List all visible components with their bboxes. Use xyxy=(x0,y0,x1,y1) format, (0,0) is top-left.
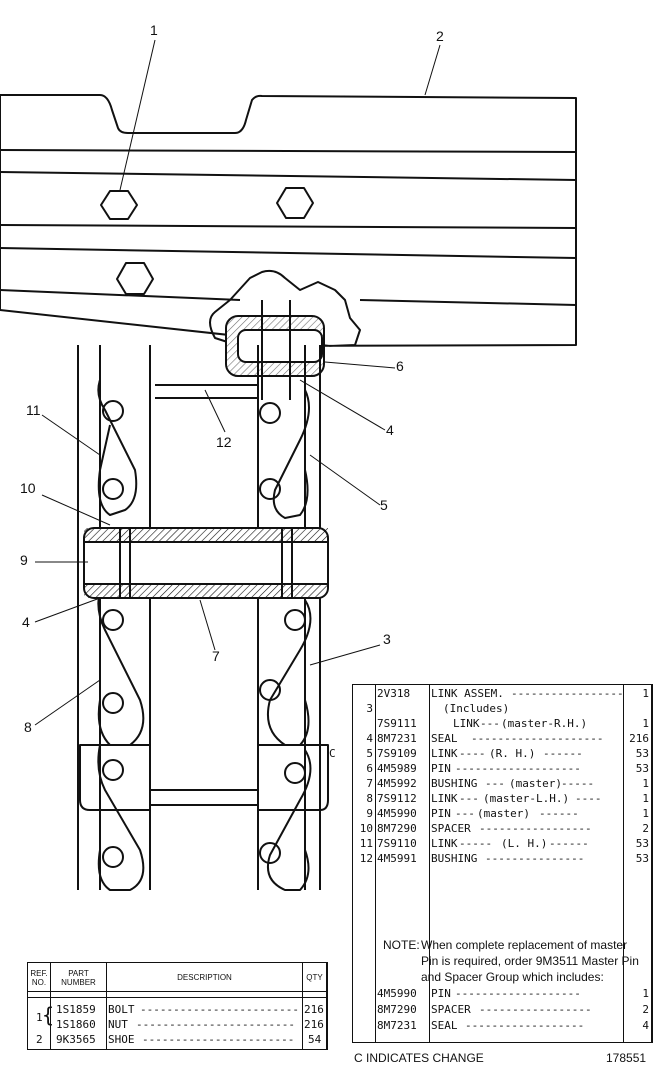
note-line: and Spacer Group which includes: xyxy=(421,970,604,984)
left-link-chain xyxy=(97,379,145,891)
callout-11: 11 xyxy=(26,402,41,418)
ref-brace: { xyxy=(42,1003,55,1027)
lower-pin-section xyxy=(79,744,329,811)
callout-4-lower: 4 xyxy=(22,614,30,630)
track-shoe xyxy=(0,94,577,347)
callout-12: 12 xyxy=(216,434,232,450)
row-leader: ----------------------- xyxy=(142,1033,295,1046)
note-label: NOTE: xyxy=(383,938,420,952)
callout-5: 5 xyxy=(380,497,388,513)
row-part: 1S1859 xyxy=(56,1003,96,1016)
callout-9: 9 xyxy=(20,552,28,568)
callout-2: 2 xyxy=(436,28,444,44)
row-qty: 216 xyxy=(304,1003,324,1016)
master-pin-section xyxy=(83,527,329,599)
callout-leaders xyxy=(34,39,441,726)
bolt-hex xyxy=(276,187,314,219)
row-qty: 216 xyxy=(304,1018,324,1031)
row-desc: BOLT xyxy=(108,1003,135,1016)
change-note: C INDICATES CHANGE xyxy=(354,1051,484,1065)
row-ref: 1 xyxy=(36,1011,43,1024)
callout-1: 1 xyxy=(150,22,158,38)
shoe-parts-table: REF. NO. PART NUMBER DESCRIPTION QTY 1 {… xyxy=(27,962,328,1050)
row-ref: 2 xyxy=(36,1033,43,1046)
callout-3: 3 xyxy=(383,631,391,647)
row-desc: NUT xyxy=(108,1018,128,1031)
callout-4-upper: 4 xyxy=(386,422,394,438)
right-link-chain xyxy=(259,389,312,891)
callout-8: 8 xyxy=(24,719,32,735)
header-description: DESCRIPTION xyxy=(107,963,302,992)
row-part: 1S1860 xyxy=(56,1018,96,1031)
change-marker: C xyxy=(329,747,336,760)
row-qty: 54 xyxy=(308,1033,322,1046)
callout-6: 6 xyxy=(396,358,404,374)
header-ref: REF. NO. xyxy=(28,963,50,992)
callout-7: 7 xyxy=(212,648,220,664)
page-number: 178551 xyxy=(606,1051,647,1065)
parts-list: 2V318 LINK ASSEM.----------------- 1 3(I… xyxy=(329,684,653,1043)
header-qty: QTY xyxy=(303,963,326,992)
bolt-hex xyxy=(100,190,138,220)
row-leader: ------------------------ xyxy=(140,1003,299,1016)
note-line: Pin is required, order 9M3511 Master Pin xyxy=(421,954,639,968)
upper-pin-section xyxy=(225,300,325,400)
note-line: When complete replacement of master xyxy=(421,938,628,952)
bolt-hex xyxy=(116,262,154,295)
row-leader: ------------------------ xyxy=(136,1018,295,1031)
row-desc: SHOE xyxy=(108,1033,135,1046)
header-part-number: PART NUMBER xyxy=(51,963,106,992)
callout-10: 10 xyxy=(20,480,36,496)
row-part: 9K3565 xyxy=(56,1033,96,1046)
